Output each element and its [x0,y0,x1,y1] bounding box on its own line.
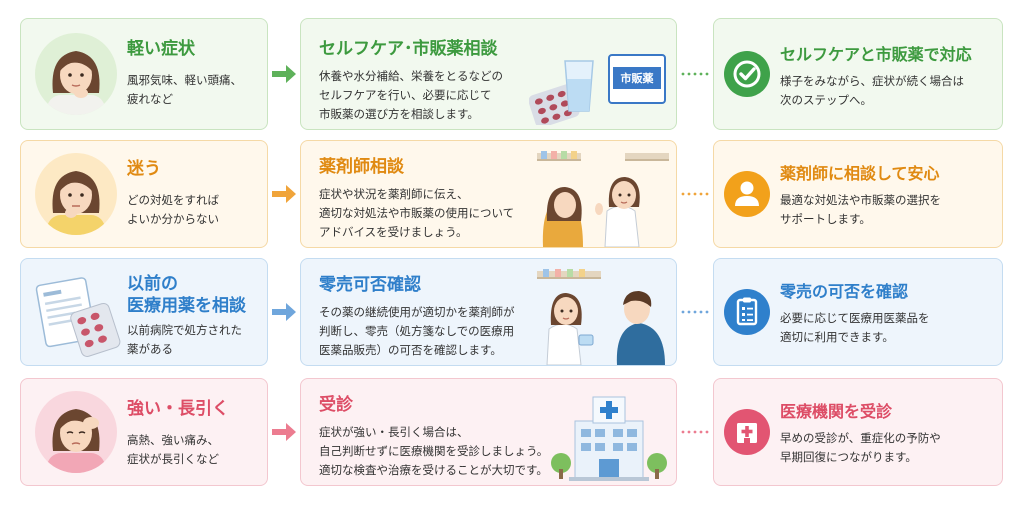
action-card-visit-doctor: 受診 症状が強い・長引く場合は、 自己判断せずに医療機関を受診しましょう。 適切… [300,378,677,486]
situation-card-mild: 軽い症状 風邪気味、軽い頭痛、 疲れなど [20,18,268,130]
outcome-title: セルフケアと市販薬で対応 [780,45,972,64]
action-card-selfcare: セルフケア･市販薬相談 休養や水分補給、栄養をとるなどの セルフケアを行い、必要… [300,18,677,130]
right-arrow-icon [272,423,296,441]
clipboard-checklist-icon [724,289,770,335]
outcome-description: 様子をみながら、症状が続く場合は 次のステップへ。 [780,74,964,107]
action-description: その薬の継続使用が適切かを薬剤師が 判断し、零売（処方箋なしでの医療用 医薬品販… [319,305,515,357]
outcome-description: 早めの受診が、重症化の予防や 早期回復につながります。 [780,431,941,464]
outcome-card-visit-doctor: 医療機関を受診 早めの受診が、重症化の予防や 早期回復につながります。 [713,378,1003,486]
situation-description: どの対処をすれば よいか分からない [127,193,219,226]
situation-card-unsure: 迷う どの対処をすれば よいか分からない [20,140,268,248]
hospital-building-icon [724,409,770,455]
outcome-title: 医療機関を受診 [780,402,893,421]
situation-title: 以前の 医療用薬を相談 [127,274,246,316]
situation-card-severe: 強い・長引く 高熱、強い痛み、 症状が長引くなど [20,378,268,486]
outcome-title: 薬剤師に相談して安心 [780,164,940,183]
woman-thinking-avatar [35,153,117,235]
outcome-description: 最適な対処法や市販薬の選択を サポートします。 [780,193,941,226]
dotted-connector [681,430,709,434]
dotted-connector [681,72,709,76]
situation-title: 軽い症状 [127,39,195,59]
right-arrow-icon [272,303,296,321]
situation-card-previous-medicine: 以前の 医療用薬を相談 以前病院で処方された 薬がある [20,258,268,366]
dotted-connector [681,310,709,314]
action-description: 症状が強い・長引く場合は、 自己判断せずに医療機関を受診しましょう。 適切な検査… [319,425,549,477]
outcome-card-selfcare: セルフケアと市販薬で対応 様子をみながら、症状が続く場合は 次のステップへ。 [713,18,1003,130]
person-icon [724,171,770,217]
check-circle-icon [724,51,770,97]
action-card-pharmacist: 薬剤師相談 症状や状況を薬剤師に伝え、 適切な対処法や市販薬の使用について アド… [300,140,677,248]
situation-description: 高熱、強い痛み、 症状が長引くなど [127,433,219,466]
action-card-rebai: 零売可否確認 その薬の継続使用が適切かを薬剤師が 判断し、零売（処方箋なしでの医… [300,258,677,366]
prescription-and-pills-icon [33,273,125,357]
woman-hand-on-chin-avatar [35,33,117,115]
action-title: 受診 [319,395,353,415]
outcome-description: 必要に応じて医療用医薬品を 適切に利用できます。 [780,311,930,344]
situation-description: 以前病院で処方された 薬がある [127,323,242,356]
right-arrow-icon [272,185,296,203]
right-arrow-icon [272,65,296,83]
outcome-title: 零売の可否を確認 [780,282,909,301]
outcome-card-pharmacist: 薬剤師に相談して安心 最適な対処法や市販薬の選択を サポートします。 [713,140,1003,248]
action-title: 零売可否確認 [319,275,421,295]
woman-headache-avatar [35,391,117,473]
action-title: セルフケア･市販薬相談 [319,39,498,59]
situation-title: 迷う [127,159,161,179]
situation-description: 風邪気味、軽い頭痛、 疲れなど [127,73,242,106]
pharmacist-consultation-illustration [533,151,673,247]
medicine-illustration: 市販薬 [529,49,669,125]
pharmacist-customer-illustration [533,269,673,365]
otc-box-label: 市販薬 [620,72,654,85]
outcome-card-rebai: 零売の可否を確認 必要に応じて医療用医薬品を 適切に利用できます。 [713,258,1003,366]
action-description: 休養や水分補給、栄養をとるなどの セルフケアを行い、必要に応じて 市販薬の選び方… [319,69,503,121]
hospital-illustration [549,391,669,483]
action-title: 薬剤師相談 [319,157,404,177]
situation-title: 強い・長引く [127,399,229,419]
action-description: 症状や状況を薬剤師に伝え、 適切な対処法や市販薬の使用について アドバイスを受け… [319,187,515,239]
dotted-connector [681,192,709,196]
